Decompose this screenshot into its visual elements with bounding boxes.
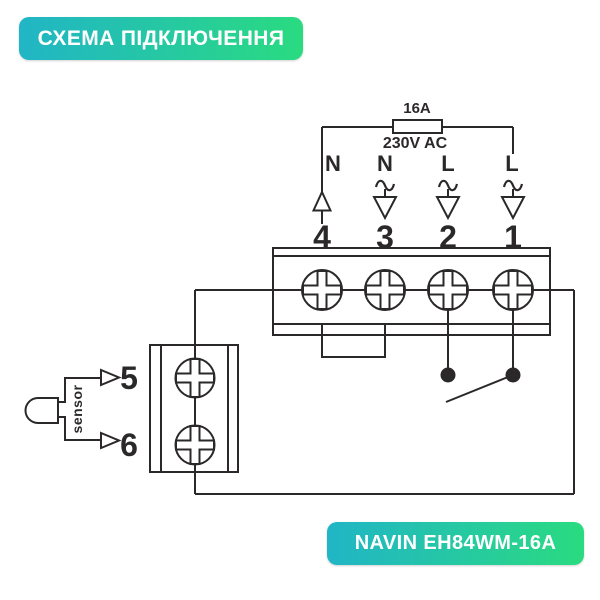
screw-cross-icon <box>428 270 468 310</box>
screw-cross-icon <box>175 425 215 465</box>
screw-cross-icon <box>365 270 405 310</box>
scheme-title-badge: СХЕМА ПІДКЛЮЧЕННЯ <box>19 17 303 60</box>
terminal-number-5: 5 <box>120 360 138 396</box>
terminal-number-2: 2 <box>439 219 457 255</box>
switch-contact-dot <box>505 367 521 383</box>
terminal-3-lead <box>372 179 398 221</box>
arrow-down-icon <box>500 196 526 221</box>
terminal-4-lead <box>311 127 333 224</box>
ac-tilde-icon <box>437 179 459 192</box>
switch-contact-dot <box>440 367 456 383</box>
fuse-symbol <box>392 119 443 134</box>
sensor-wire-bottom <box>58 416 101 441</box>
voltage-label: 230V AC <box>382 135 448 152</box>
load-loop-wire <box>194 289 575 495</box>
arrow-down-icon <box>435 196 461 221</box>
terminal-number-6: 6 <box>120 427 138 463</box>
screw-cross-icon <box>302 270 342 310</box>
sensor-wire-top <box>58 377 101 403</box>
sensor-probe <box>24 368 122 450</box>
arrow-right-icon <box>100 368 122 387</box>
arrow-down-icon <box>372 196 398 221</box>
wire-label-terminal-4: N <box>325 151 341 176</box>
terminal-number-3: 3 <box>376 219 394 255</box>
sensor-bulb <box>24 397 59 424</box>
screw-terminal-1 <box>492 269 534 311</box>
screw-cross-icon <box>493 270 533 310</box>
screw-cross-icon <box>175 358 215 398</box>
terminal-number-1: 1 <box>504 219 522 255</box>
terminal-2-lead <box>435 179 461 221</box>
terminal-number-4: 4 <box>313 219 331 255</box>
sensor-label: sensor <box>69 384 85 434</box>
ac-tilde-icon <box>374 179 396 192</box>
wire-label-terminal-3: N <box>377 151 393 176</box>
model-name: NAVIN EH84WM-16A <box>354 532 557 554</box>
main-terminal-block <box>272 247 551 336</box>
screw-terminal-3 <box>364 269 406 311</box>
screw-terminal-5 <box>174 357 216 399</box>
ac-tilde-icon <box>502 179 524 192</box>
arrow-right-icon <box>100 431 122 450</box>
screw-terminal-2 <box>427 269 469 311</box>
power-bus <box>322 119 513 134</box>
fuse-rating-label: 16A <box>403 100 431 117</box>
wire-label-terminal-2: L <box>441 151 455 176</box>
terminal-1-lead <box>500 127 526 221</box>
arrow-up-icon <box>311 189 333 212</box>
scheme-title: СХЕМА ПІДКЛЮЧЕННЯ <box>37 26 285 50</box>
block-outline <box>272 247 551 336</box>
wire-label-terminal-1: L <box>505 151 519 176</box>
screw-terminal-6 <box>174 424 216 466</box>
screw-terminal-4 <box>301 269 343 311</box>
model-badge: NAVIN EH84WM-16A <box>327 522 584 565</box>
relay-switch <box>440 310 521 403</box>
jumper-link <box>321 324 386 358</box>
switch-blade <box>445 376 509 403</box>
